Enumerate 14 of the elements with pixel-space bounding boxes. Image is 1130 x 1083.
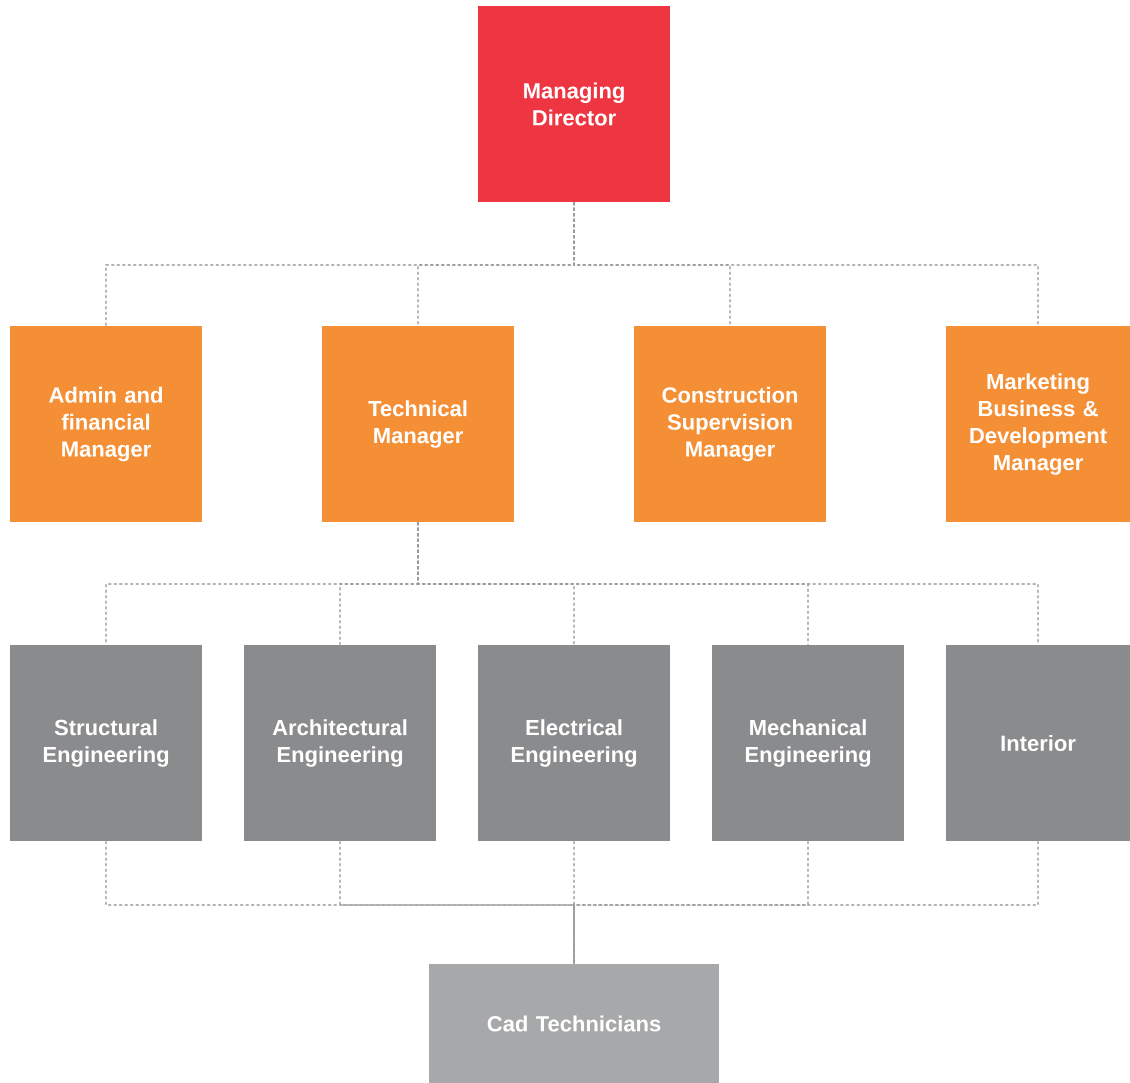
team-box: Cad Technicians: [429, 964, 719, 1083]
manager-box: Marketing Business & Development Manager: [946, 326, 1130, 522]
department-box: Mechanical Engineering: [712, 645, 904, 841]
connector-line: [573, 840, 575, 965]
department-box: Interior: [946, 645, 1130, 841]
connector-line: [573, 840, 1039, 965]
department-box: Electrical Engineering: [478, 645, 670, 841]
department-box: Structural Engineering: [10, 645, 202, 841]
manager-box: Technical Manager: [322, 326, 514, 522]
department-box: Architectural Engineering: [244, 645, 436, 841]
connector-line: [573, 201, 1039, 327]
manager-box: Admin and financial Manager: [10, 326, 202, 522]
director-box: Managing Director: [478, 6, 670, 202]
manager-box: Construction Supervision Manager: [634, 326, 826, 522]
